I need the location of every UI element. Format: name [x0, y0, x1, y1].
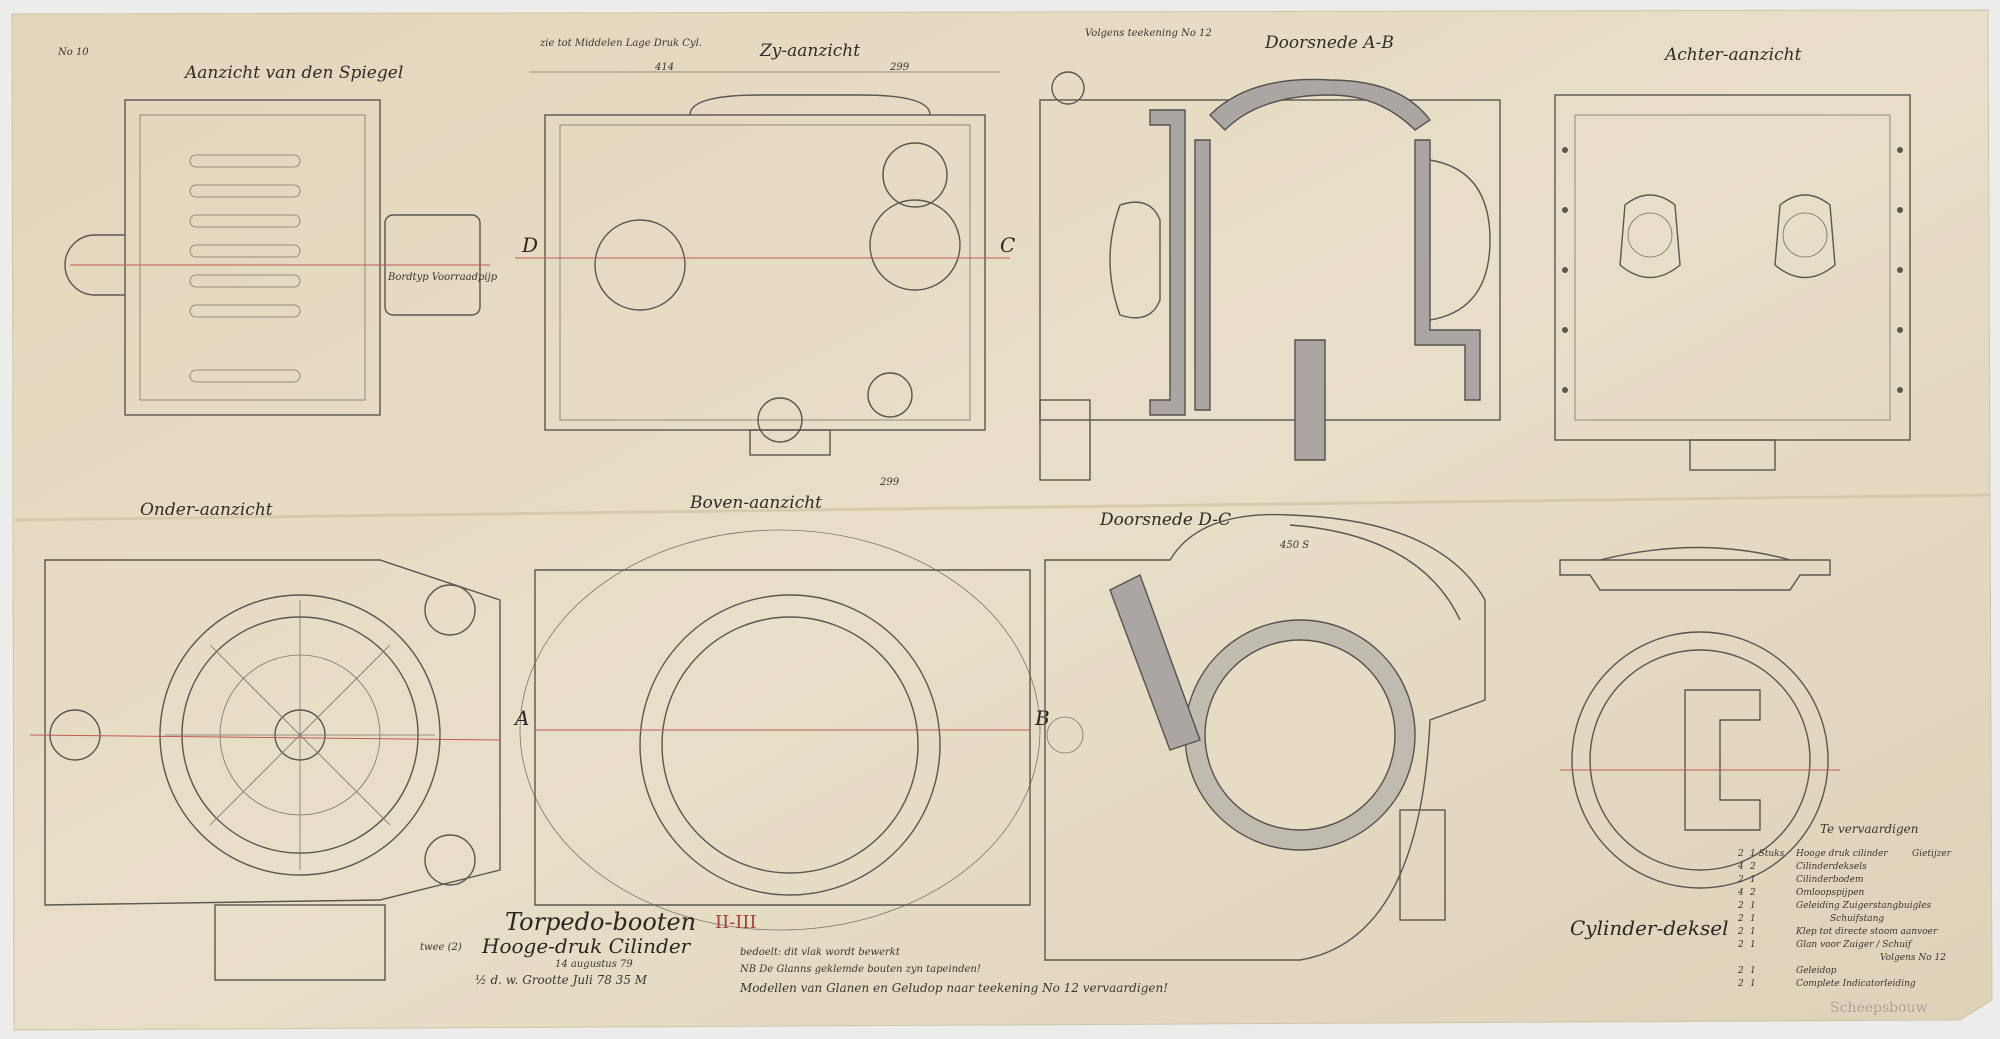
view-onder-aanzicht: Onder-aanzicht: [29, 500, 501, 981]
view-boven-aanzicht: Boven-aanzicht A B: [513, 493, 1050, 931]
svg-text:1 Stuks: 1 Stuks: [1750, 849, 1785, 859]
legend-row: 2 1 Stuks Hooge druk cilinder Gietijzer: [1737, 849, 1952, 859]
svg-text:1: 1: [1750, 927, 1756, 937]
archive-stamp: Scheepsbouw: [1830, 1000, 1928, 1016]
svg-text:2: 2: [1737, 914, 1744, 924]
svg-text:Omloopspijpen: Omloopspijpen: [1796, 888, 1865, 898]
svg-text:1: 1: [1750, 901, 1756, 911]
zy-note: zie tot Middelen Lage Druk Cyl.: [539, 38, 702, 49]
dimension-450: 450 S: [1279, 540, 1309, 551]
svg-text:1: 1: [1750, 914, 1756, 924]
pipe-label: Bordtyp Voorraadpijp: [387, 272, 498, 283]
svg-text:Geleiding Zuigerstangbuigles: Geleiding Zuigerstangbuigles: [1796, 901, 1932, 911]
reference-note: Volgens teekening No 12: [1085, 28, 1212, 39]
svg-text:Klep tot directe stoom aanvoer: Klep tot directe stoom aanvoer: [1795, 927, 1938, 937]
scale-date: ½ d. w. Grootte Juli 78 35 M: [475, 973, 648, 987]
svg-text:2: 2: [1737, 966, 1744, 976]
view-spiegel: Aanzicht van den Spiegel Bordtyp Voorraa…: [64, 63, 498, 416]
view-title-deksel: Cylinder-deksel: [1570, 916, 1729, 940]
svg-text:2: 2: [1737, 940, 1744, 950]
svg-text:Cilinderdeksels: Cilinderdeksels: [1796, 862, 1867, 872]
view-title-spiegel: Aanzicht van den Spiegel: [183, 63, 403, 83]
title-block: Torpedo-booten II-III twee (2) Hooge-dru…: [420, 908, 1168, 995]
svg-text:2: 2: [1737, 927, 1744, 937]
view-doorsnede-ab: Doorsnede A-B Volgens teekening No 12: [1039, 28, 1501, 481]
sheet-number: No 10: [57, 47, 89, 58]
view-achter-aanzicht: Achter-aanzicht: [1554, 45, 1911, 471]
view-title-zy: Zy-aanzicht: [759, 41, 860, 61]
note-surface: bedoelt: dit vlak wordt bewerkt: [740, 947, 901, 958]
svg-text:1: 1: [1750, 966, 1756, 976]
svg-text:Complete Indicatorleiding: Complete Indicatorleiding: [1796, 979, 1916, 989]
view-title-achter: Achter-aanzicht: [1663, 45, 1802, 65]
svg-text:1: 1: [1750, 979, 1756, 989]
sheet-title-roman: II-III: [715, 912, 757, 933]
view-cylinder-deksel: Cylinder-deksel: [1559, 546, 1840, 940]
section-mark-b: B: [1034, 706, 1050, 730]
svg-text:2: 2: [1737, 979, 1744, 989]
svg-text:4: 4: [1737, 888, 1744, 898]
svg-text:Glan voor Zuiger / Schuif: Glan voor Zuiger / Schuif: [1796, 940, 1913, 950]
legend-heading: Te vervaardigen: [1820, 822, 1918, 836]
fold-line: [13, 493, 1991, 522]
section-mark-a: A: [513, 706, 529, 730]
paper-sheet: [11, 9, 1993, 1031]
svg-text:2: 2: [1737, 875, 1744, 885]
svg-text:1: 1: [1750, 940, 1756, 950]
view-title-doorsnede-dc: Doorsnede D-C: [1099, 510, 1231, 530]
section-mark-d: D: [521, 233, 538, 257]
svg-text:Cilinderbodem: Cilinderbodem: [1796, 875, 1864, 885]
view-title-boven: Boven-aanzicht: [689, 493, 822, 513]
dimension-414: 414: [654, 62, 674, 73]
view-zy-aanzicht: Zy-aanzicht zie tot Middelen Lage Druk C…: [515, 38, 1015, 488]
date-correction: 14 augustus 79: [555, 959, 633, 970]
sheet-title: Torpedo-booten: [505, 908, 696, 936]
svg-text:4: 4: [1737, 862, 1744, 872]
sheet-subtitle: Hooge-druk Cilinder: [481, 934, 692, 958]
svg-text:Schuifstang: Schuifstang: [1830, 914, 1884, 924]
svg-text:2: 2: [1737, 849, 1744, 859]
svg-text:Hooge druk cilinder: Hooge druk cilinder: [1795, 849, 1888, 859]
subtitle-prefix: twee (2): [420, 942, 462, 953]
dimension-299-top: 299: [889, 62, 910, 73]
section-mark-c: C: [1000, 233, 1015, 257]
view-title-doorsnede-ab: Doorsnede A-B: [1264, 33, 1394, 53]
svg-text:Gietijzer: Gietijzer: [1912, 849, 1952, 859]
svg-text:2: 2: [1737, 901, 1744, 911]
svg-text:2: 2: [1749, 862, 1756, 872]
svg-text:1: 1: [1750, 875, 1756, 885]
dimension-299-bottom: 299: [879, 477, 900, 488]
view-doorsnede-dc: Doorsnede D-C 450 S: [1044, 510, 1486, 961]
note-bolts: NB De Glanns geklemde bouten zyn tapeind…: [739, 964, 981, 975]
note-models: Modellen van Glanen en Geludop naar teek…: [739, 981, 1168, 995]
view-title-onder: Onder-aanzicht: [140, 500, 273, 520]
svg-text:Volgens No 12: Volgens No 12: [1880, 953, 1946, 963]
svg-text:2: 2: [1749, 888, 1756, 898]
legend-table: Te vervaardigen 2 1 Stuks Hooge druk cilin…: [1737, 822, 1952, 989]
svg-text:Geleidop: Geleidop: [1796, 966, 1837, 976]
